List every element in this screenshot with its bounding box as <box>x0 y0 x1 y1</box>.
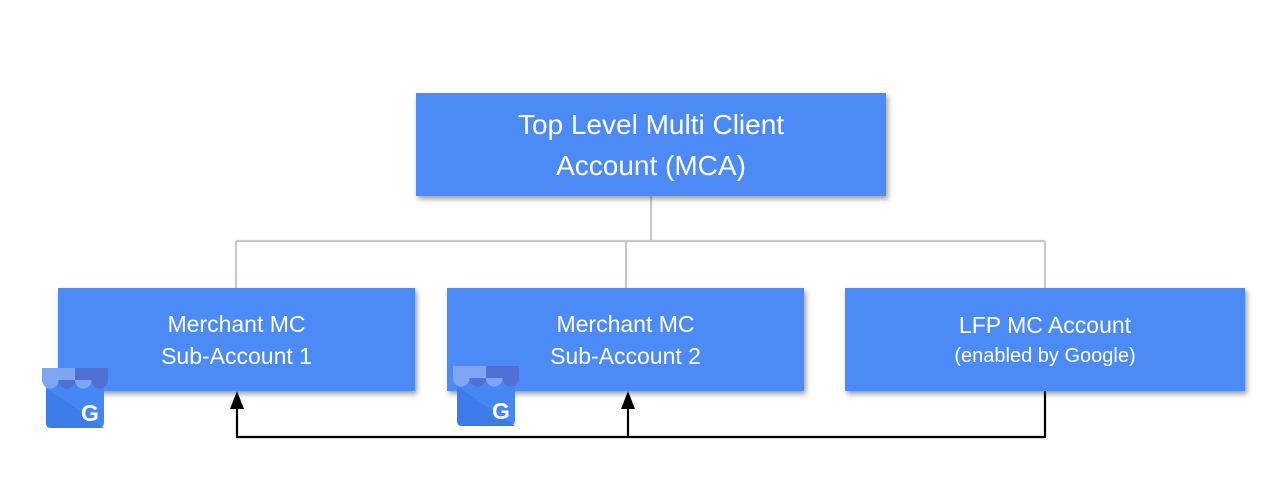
edge-lfp-to-subaccounts <box>235 391 1047 439</box>
node-label-line1: Top Level Multi Client <box>517 108 785 140</box>
google-g-letter: G <box>81 400 99 426</box>
edge-mca-to-children <box>234 196 1047 288</box>
arrowhead-to-sub2 <box>621 391 635 409</box>
node-label-line1: Merchant MC <box>556 310 695 337</box>
node-merchant-sub-account-1: Merchant MC Sub-Account 1 <box>58 288 415 391</box>
node-label-line2: Sub-Account 1 <box>161 342 312 369</box>
google-business-icon: G <box>453 366 519 426</box>
node-label-line2: Sub-Account 2 <box>550 342 701 369</box>
node-label-line1: LFP MC Account <box>958 311 1132 338</box>
node-lfp-mc-account: LFP MC Account (enabled by Google) <box>845 288 1245 391</box>
google-g-letter: G <box>492 398 510 424</box>
node-label-line2: (enabled by Google) <box>954 344 1136 367</box>
google-business-icon: G <box>42 368 108 428</box>
arrowhead-to-sub1 <box>230 391 244 409</box>
node-label-line2: Account (MCA) <box>556 149 746 181</box>
node-top-level-mca: Top Level Multi Client Account (MCA) <box>416 93 886 196</box>
node-label-line1: Merchant MC <box>167 310 306 337</box>
